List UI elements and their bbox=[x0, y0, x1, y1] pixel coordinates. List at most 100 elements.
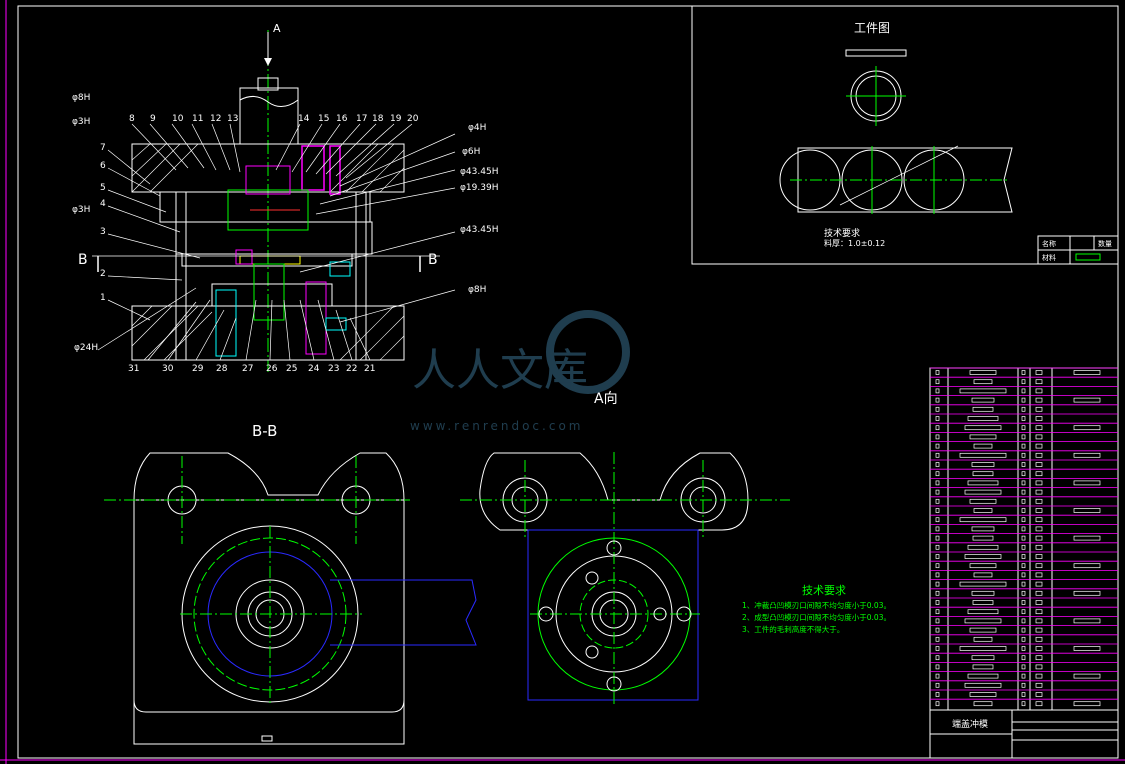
parts-row-cell bbox=[1035, 554, 1043, 559]
workpiece-tech-label: 技术要求 bbox=[824, 227, 860, 239]
parts-row-cell bbox=[1021, 397, 1026, 403]
parts-row-cell bbox=[1021, 673, 1026, 679]
parts-row-cell bbox=[1035, 434, 1043, 440]
parts-row-cell bbox=[1035, 544, 1043, 550]
part-label: 30 bbox=[162, 364, 174, 374]
spring-upper bbox=[301, 145, 325, 191]
parts-row-cell bbox=[1021, 517, 1026, 523]
parts-row-cell bbox=[935, 452, 940, 458]
parts-row-cell bbox=[1021, 563, 1026, 569]
parts-row-cell bbox=[1021, 682, 1026, 688]
parts-row-cell bbox=[935, 397, 940, 403]
parts-row-cell bbox=[1021, 618, 1026, 624]
view-a-label: A向 bbox=[594, 391, 618, 407]
parts-row-name bbox=[959, 646, 1007, 651]
parts-row-name bbox=[959, 388, 1007, 394]
parts-row-material bbox=[1073, 535, 1101, 541]
parts-row-cell bbox=[935, 572, 940, 578]
parts-row-cell bbox=[1035, 563, 1043, 569]
part-label: 25 bbox=[286, 364, 297, 374]
small-row-material: 材料 bbox=[1042, 253, 1056, 262]
parts-row-cell bbox=[1021, 581, 1026, 587]
parts-row-cell bbox=[1021, 379, 1026, 385]
parts-row-cell bbox=[935, 673, 940, 679]
parts-row-cell bbox=[935, 627, 940, 633]
part-label: 5 bbox=[100, 183, 106, 193]
watermark-text: 人人文库 bbox=[412, 345, 588, 396]
parts-list-table bbox=[929, 367, 1119, 711]
parts-row-cell bbox=[1035, 462, 1043, 467]
section-bb-label: B-B bbox=[252, 422, 277, 440]
part-label: 14 bbox=[298, 114, 310, 124]
part-label: 7 bbox=[100, 143, 106, 153]
parts-row-name bbox=[973, 636, 993, 642]
parts-row-cell bbox=[1035, 673, 1043, 679]
parts-row-cell bbox=[1035, 397, 1043, 403]
parts-row-cell bbox=[1021, 535, 1026, 541]
parts-row-name bbox=[971, 590, 995, 596]
part-label: φ6H bbox=[462, 147, 480, 157]
parts-row-cell bbox=[1021, 664, 1026, 670]
parts-row-material bbox=[1073, 563, 1101, 569]
parts-row-material bbox=[1073, 397, 1101, 403]
part-label: 29 bbox=[192, 364, 204, 374]
parts-row-name bbox=[959, 517, 1007, 523]
parts-row-name bbox=[973, 572, 993, 578]
punch-plate bbox=[159, 191, 371, 223]
parts-row-cell bbox=[935, 646, 940, 651]
parts-row-name bbox=[972, 664, 994, 670]
parts-row-material bbox=[1073, 590, 1101, 596]
parts-row-cell bbox=[1035, 480, 1043, 486]
part-label: 21 bbox=[364, 364, 375, 374]
parts-row-cell bbox=[935, 370, 940, 375]
parts-row-cell bbox=[1021, 498, 1026, 504]
parts-row-cell bbox=[935, 462, 940, 467]
leader-lines bbox=[97, 123, 456, 361]
part-label: φ3H bbox=[72, 205, 90, 215]
part-label: 28 bbox=[216, 364, 228, 374]
part-label: 19 bbox=[390, 114, 402, 124]
parts-row-cell bbox=[1021, 489, 1026, 495]
parts-row-cell bbox=[935, 425, 940, 431]
part-label: 6 bbox=[100, 161, 106, 171]
part-label: 18 bbox=[372, 114, 384, 124]
watermark: 人人文库 www.renrendoc.com bbox=[410, 310, 630, 433]
parts-row-cell bbox=[1021, 646, 1026, 651]
parts-row-cell bbox=[1021, 388, 1026, 394]
parts-row-cell bbox=[1035, 379, 1043, 385]
parts-row-material bbox=[1073, 452, 1101, 458]
parts-row-cell bbox=[1035, 517, 1043, 523]
section-arrow-label: A bbox=[273, 22, 281, 35]
parts-row-cell bbox=[935, 526, 940, 532]
view-a bbox=[460, 452, 790, 706]
parts-row-cell bbox=[1035, 425, 1043, 431]
tech-requirements-title: 技术要求 bbox=[802, 584, 846, 597]
parts-row-cell bbox=[1021, 554, 1026, 559]
parts-row-cell bbox=[1035, 406, 1043, 412]
parts-row-name bbox=[971, 526, 995, 532]
parts-row-cell bbox=[1021, 572, 1026, 578]
parts-row-name bbox=[973, 379, 993, 385]
parts-row-cell bbox=[1021, 526, 1026, 532]
parts-row-cell bbox=[1035, 682, 1043, 688]
title-block bbox=[929, 709, 1119, 759]
parts-row-cell bbox=[1035, 452, 1043, 458]
part-label: 8 bbox=[129, 114, 135, 124]
parts-row-cell bbox=[935, 655, 940, 661]
small-header-name: 名称 bbox=[1042, 239, 1056, 248]
workpiece-title: 工件图 bbox=[854, 21, 890, 35]
parts-row-name bbox=[967, 416, 999, 421]
parts-row-name bbox=[959, 581, 1007, 587]
parts-row-cell bbox=[1021, 425, 1026, 431]
parts-row-name bbox=[964, 554, 1002, 559]
bb-plate-outline bbox=[133, 452, 405, 713]
small-header-qty: 数量 bbox=[1098, 239, 1112, 248]
parts-row-cell bbox=[1021, 416, 1026, 421]
parts-row-cell bbox=[935, 692, 940, 697]
workpiece-panel bbox=[691, 5, 1119, 265]
part-label: φ43.45H bbox=[460, 225, 498, 235]
